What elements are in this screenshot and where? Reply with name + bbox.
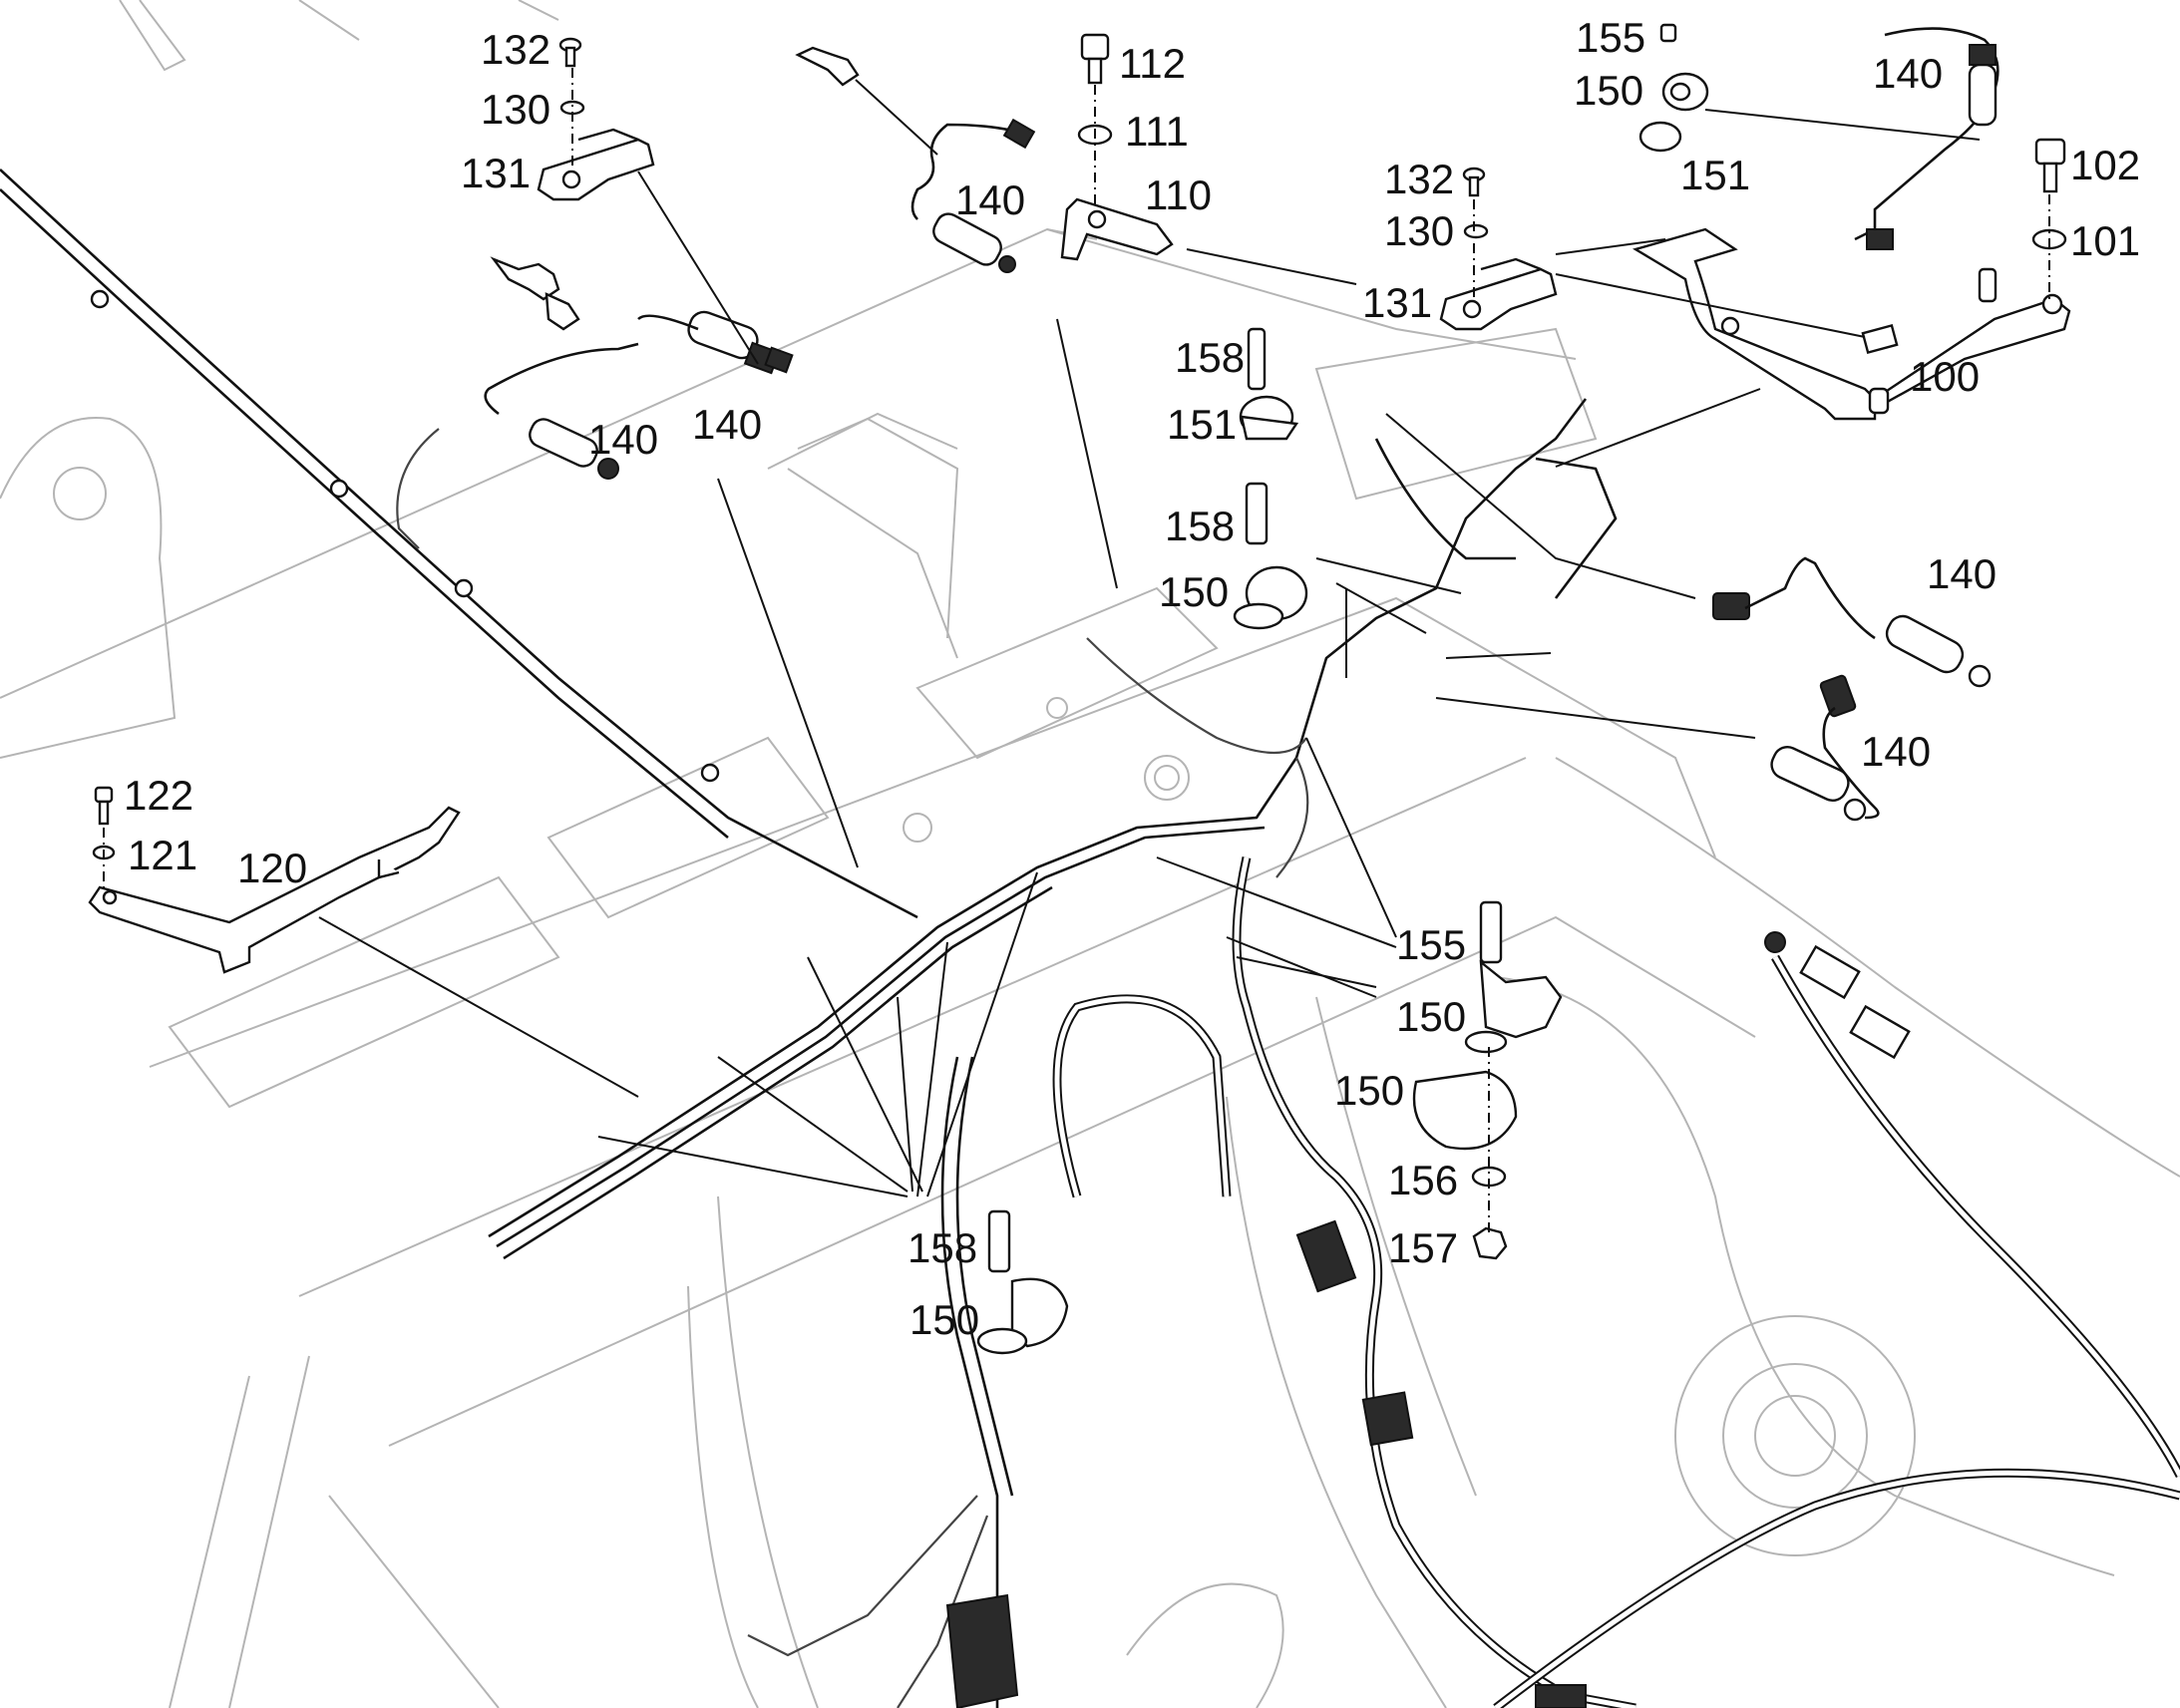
callout-151-top: 151: [1680, 152, 1750, 198]
callout-158-top: 158: [1175, 334, 1245, 381]
callout-156: 156: [1388, 1157, 1458, 1203]
bracket-131-right: [1439, 257, 1558, 331]
callout-140-top-center: 140: [955, 176, 1025, 223]
callout-140-right-b: 140: [1861, 728, 1931, 775]
callout-150-middle: 150: [1159, 568, 1229, 615]
callout-158-bottom: 158: [908, 1224, 977, 1271]
fasteners: [92, 23, 2067, 1355]
callout-131-left: 131: [461, 150, 531, 196]
callout-121: 121: [128, 832, 197, 878]
bracket-120: [88, 806, 461, 974]
upper-cable: [0, 169, 918, 919]
callout-140-right-a: 140: [1927, 550, 1997, 597]
callout-120: 120: [237, 845, 307, 891]
bracket-110: [1060, 197, 1174, 261]
callout-150-right-b: 150: [1334, 1067, 1404, 1114]
callout-158-middle: 158: [1165, 503, 1235, 549]
bracket-131-left: [537, 128, 655, 201]
callout-102: 102: [2070, 142, 2140, 188]
sensor-140-top-left: [484, 310, 794, 480]
callout-110: 110: [1145, 171, 1212, 218]
callout-131-right: 131: [1362, 279, 1432, 326]
callout-130-left: 130: [481, 86, 550, 133]
callout-101: 101: [2070, 217, 2140, 264]
callout-151-middle: 151: [1167, 401, 1237, 448]
callout-155-right: 155: [1396, 921, 1466, 968]
callout-140-top-right: 140: [1873, 50, 1943, 97]
callout-labels: 132 130 131 140 140 140 112 111 110 155 …: [124, 14, 2140, 1343]
callout-112: 112: [1119, 40, 1186, 87]
bracket-100: [1633, 227, 2071, 421]
callout-122: 122: [124, 772, 193, 819]
callout-155-top: 155: [1576, 14, 1645, 61]
callout-157: 157: [1388, 1224, 1458, 1271]
leader-lines: [318, 79, 1981, 1197]
callout-100: 100: [1910, 353, 1980, 400]
sensor-140-top-center: [910, 118, 1036, 273]
callout-111: 111: [1125, 108, 1189, 155]
callout-150-right-a: 150: [1396, 993, 1466, 1040]
callout-140-left-b: 140: [692, 401, 762, 448]
callout-132-left: 132: [481, 26, 550, 73]
sensor-140-right-lower: [1770, 674, 1880, 822]
main-harness: [488, 398, 2180, 1708]
sensor-140-top-right: [1854, 27, 1999, 250]
callout-150-bottom: 150: [909, 1296, 979, 1343]
callout-132-right: 132: [1384, 156, 1454, 202]
sensor-140-right-middle: [1712, 556, 1992, 688]
callout-150-top: 150: [1574, 67, 1643, 114]
callout-130-right: 130: [1384, 207, 1454, 254]
callout-140-left-a: 140: [588, 416, 658, 463]
